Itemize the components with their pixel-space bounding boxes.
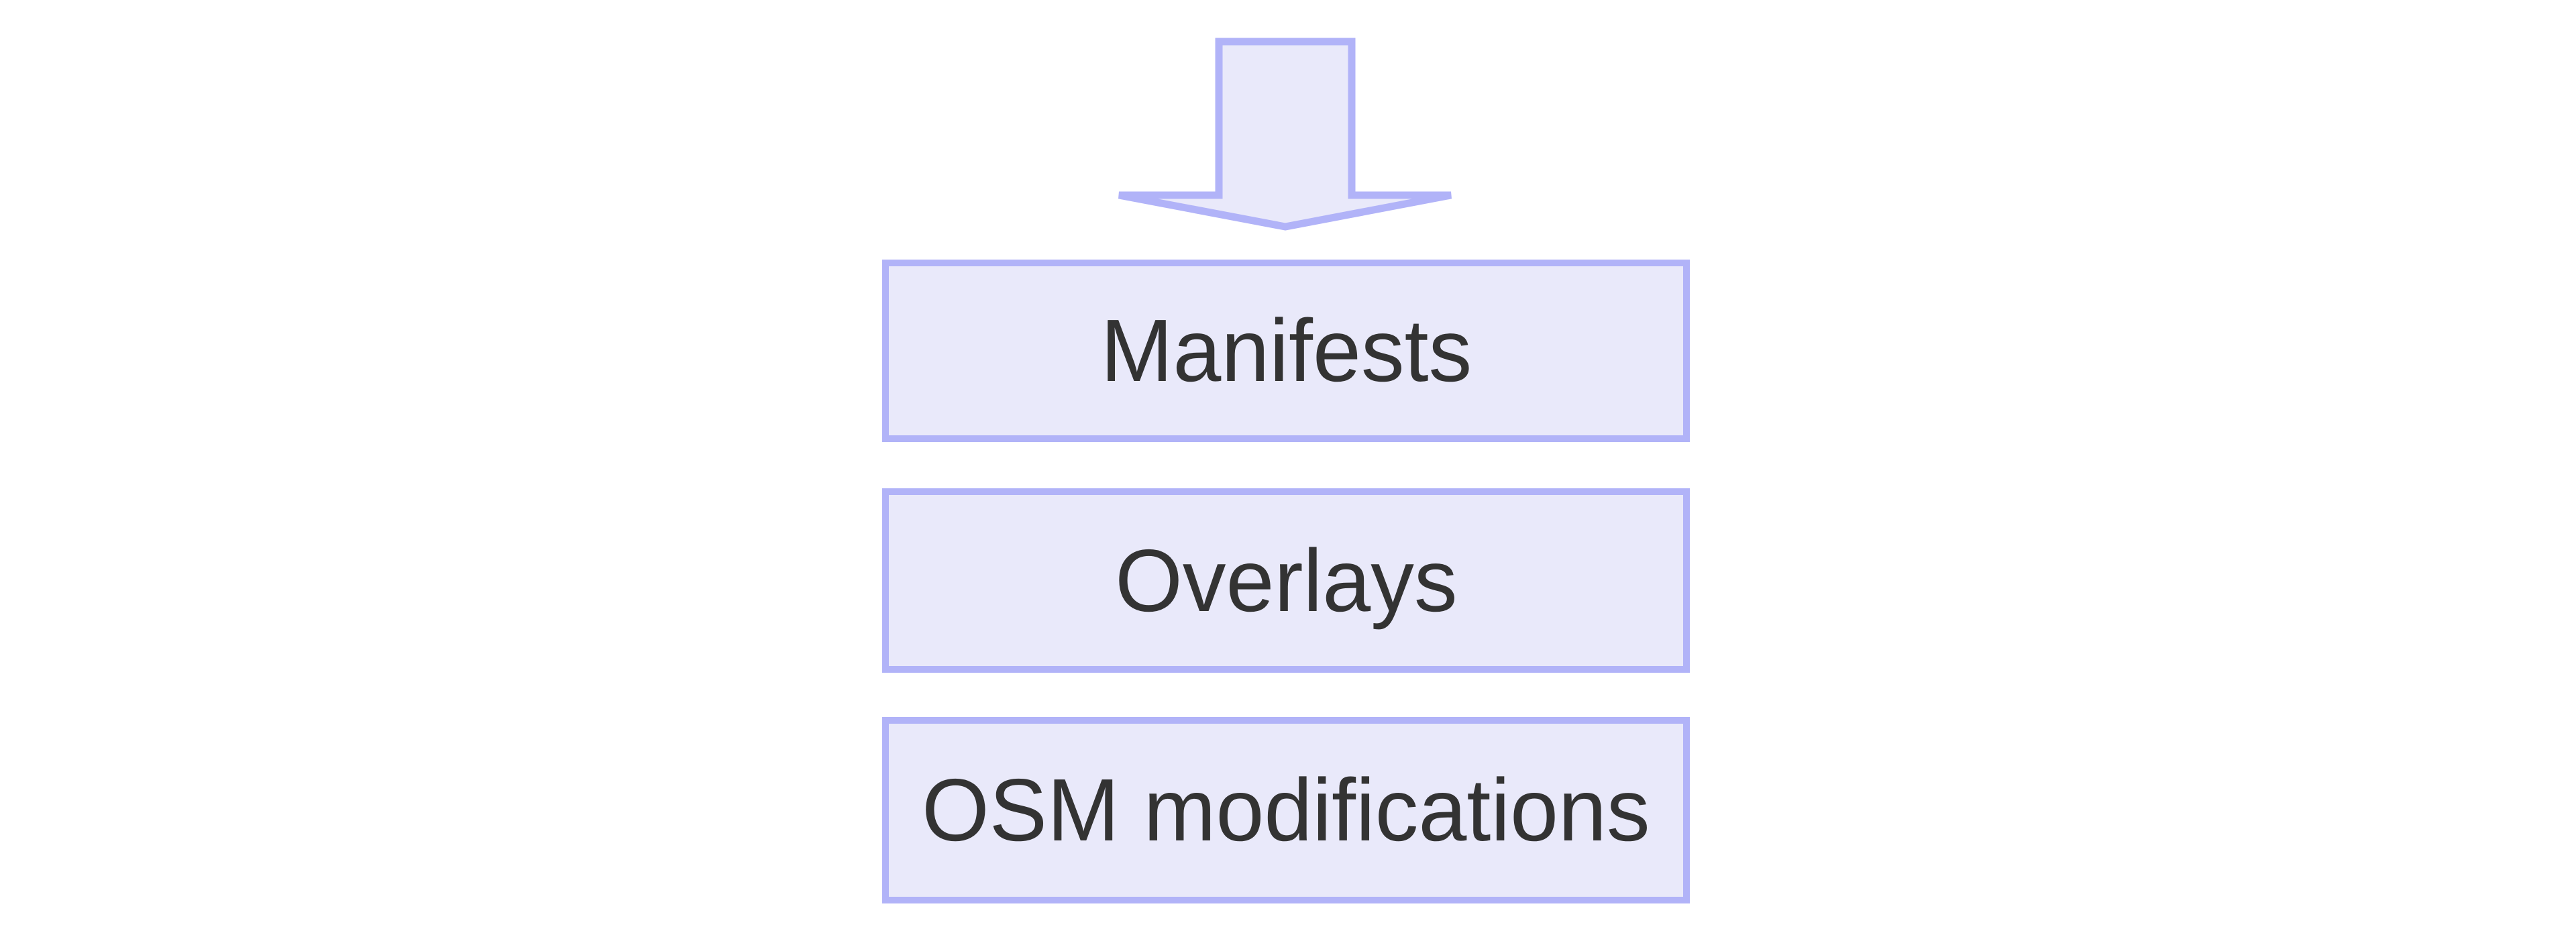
node-label: Overlays <box>1114 531 1458 630</box>
node-overlays[interactable]: Overlays <box>882 488 1690 673</box>
node-manifests[interactable]: Manifests <box>882 260 1690 442</box>
node-osm-modifications[interactable]: OSM modifications <box>882 717 1690 903</box>
node-label: Manifests <box>1100 301 1472 400</box>
node-label: OSM modifications <box>922 761 1650 859</box>
down-arrow-icon <box>1116 37 1454 233</box>
